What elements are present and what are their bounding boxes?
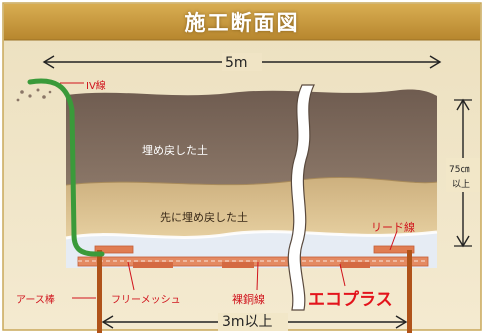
pre-backfill-sand-layer (66, 177, 437, 238)
earth-rod-label: アース棒 (16, 295, 55, 306)
bare-copper-label: 裸銅線 (232, 293, 265, 306)
section-break (287, 84, 315, 311)
diagram-title: 施工断面図 (184, 11, 300, 35)
earth-rod-left (97, 250, 102, 333)
depth-label: 75㎝ (449, 165, 470, 175)
iv-wire (27, 78, 105, 257)
ecoplus-block (94, 245, 134, 254)
top-width-label: 5m (225, 55, 248, 71)
iv-wire-label: IV線 (86, 81, 106, 92)
backfill-soil-label: 埋め戻した土 (142, 144, 208, 157)
ecoplus-block (373, 245, 415, 254)
earth-rod-right (407, 250, 412, 333)
lead-wire-label: リード線 (371, 221, 415, 234)
title-bar-bg (4, 4, 480, 40)
backfill-soil-layer (66, 89, 437, 185)
pre-backfill-soil-label: 先に埋め戻した土 (160, 211, 248, 224)
ecoplus-product-label: エコプラス (308, 290, 393, 310)
bottom-width-label: 3m以上 (222, 314, 273, 330)
free-mesh-label: フリーメッシュ (111, 295, 181, 306)
depth-label-suffix: 以上 (452, 180, 471, 190)
title-bar: 施工断面図 (4, 3, 480, 40)
